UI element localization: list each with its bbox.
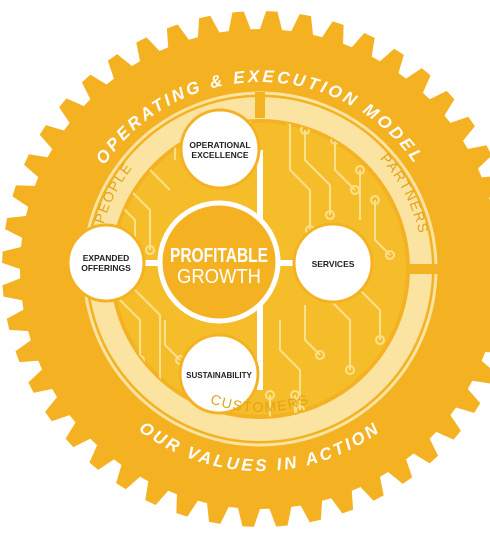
circuit-node [145, 245, 155, 255]
circuit-node [355, 165, 365, 175]
circuit-trace [289, 121, 311, 230]
circuit-trace [329, 299, 351, 370]
bubble-left-line1: EXPANDED [83, 253, 130, 263]
circuit-trace [374, 200, 391, 256]
bubble-top-line2: EXCELLENCE [191, 150, 248, 160]
bubble-right-label: SERVICES [312, 259, 355, 269]
bubble-bottom: SUSTAINABILITY [178, 333, 260, 415]
bubble-right: SERVICES [292, 222, 374, 304]
circuit-trace [304, 130, 331, 215]
bubble-left-line2: OFFERINGS [81, 263, 131, 273]
bubble-left: EXPANDED OFFERINGS [66, 223, 146, 303]
circuit-trace [134, 289, 161, 390]
circuit-node [265, 390, 275, 400]
ring-separator-top [255, 92, 265, 118]
circuit-trace [304, 305, 321, 356]
circuit-node [375, 335, 385, 345]
ring-separator-right [404, 264, 440, 274]
circuit-node [350, 185, 360, 195]
bubble-bottom-label: SUSTAINABILITY [186, 371, 252, 380]
circuit-trace [119, 299, 141, 360]
circuit-node [290, 390, 300, 400]
center-line1: PROFITABLE [170, 245, 268, 267]
circuit-trace [359, 289, 381, 340]
circuit-node [315, 350, 325, 360]
circuit-node [325, 210, 335, 220]
circuit-node [345, 365, 355, 375]
circuit-node [385, 250, 395, 260]
center-circle: PROFITABLE GROWTH [157, 200, 281, 324]
bubble-top-line1: OPERATIONAL [189, 140, 250, 150]
circuit-trace [164, 320, 181, 361]
circuit-trace [279, 320, 301, 410]
circuit-trace [334, 140, 356, 191]
bubble-top: OPERATIONAL EXCELLENCE [179, 108, 261, 190]
circuit-node [370, 195, 380, 205]
center-line2: GROWTH [177, 266, 261, 288]
